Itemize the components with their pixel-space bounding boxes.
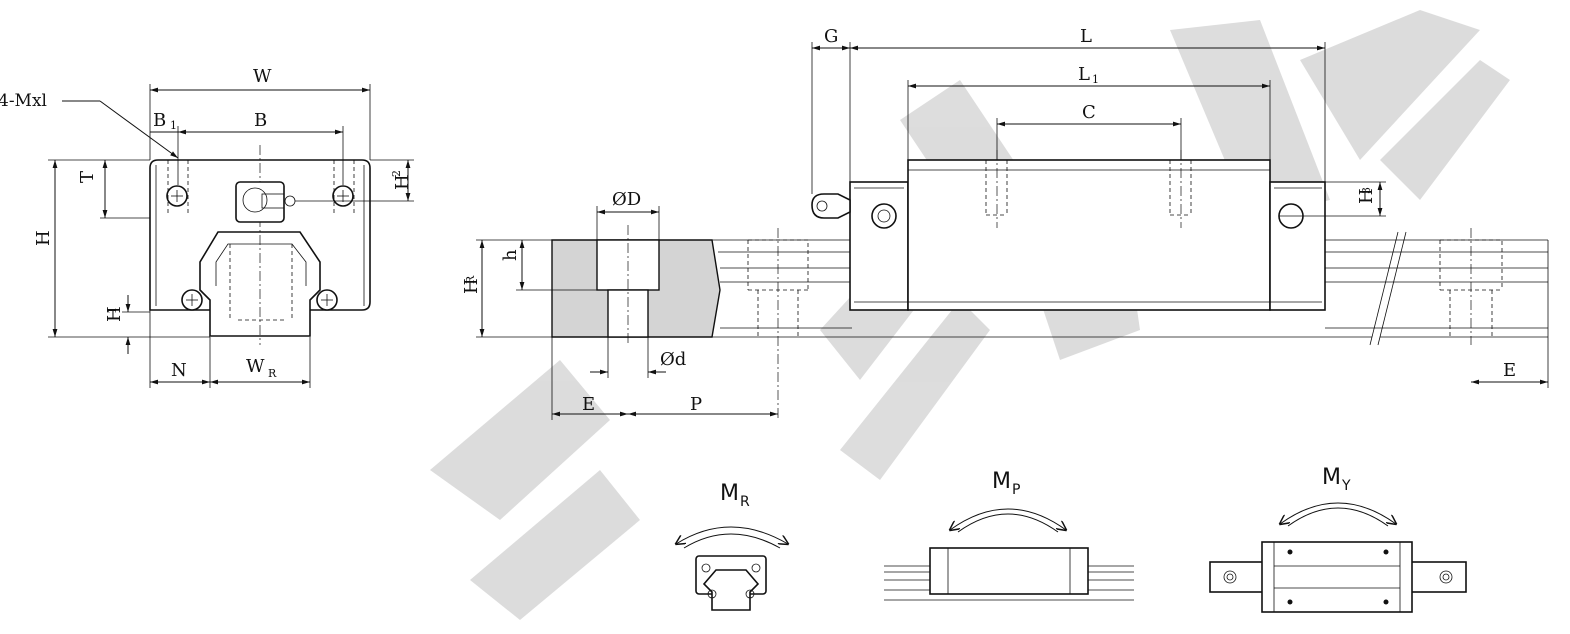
front-view: 4-Mxl W B 1 B T H 2 H H 1 N W R xyxy=(0,66,414,388)
dim-B: B xyxy=(254,110,267,131)
dim-B1: B xyxy=(153,110,166,131)
dim-H1: H xyxy=(104,306,125,322)
dim-B1-sub: 1 xyxy=(170,119,177,132)
carriage-block xyxy=(907,159,1271,311)
dim-G: G xyxy=(824,26,838,47)
dim-E: E xyxy=(582,394,595,415)
dim-WR-sub: R xyxy=(268,367,277,380)
dim-N: N xyxy=(171,360,187,381)
dim-h: h xyxy=(500,249,521,261)
side-view: G L L 1 C H 3 E xyxy=(811,26,1516,381)
dim-H2: H xyxy=(392,174,413,190)
moment-MR-sub: R xyxy=(740,494,750,510)
dim-WR: W xyxy=(246,356,265,377)
moment-MY-sub: Y xyxy=(1341,478,1351,494)
mount-thread-label: 4-Mxl xyxy=(0,91,47,111)
moment-MP-sub: P xyxy=(1012,482,1020,498)
moment-MP-label: M xyxy=(992,469,1011,494)
dim-L1-sub: 1 xyxy=(1092,73,1099,86)
dim-D: ØD xyxy=(612,189,641,210)
end-cap-right xyxy=(1269,181,1326,311)
dim-P: P xyxy=(690,394,702,415)
moment-MY: M Y xyxy=(1209,465,1467,613)
screw-icon xyxy=(166,185,354,311)
dim-C: C xyxy=(1082,102,1096,123)
moment-MR-label: M xyxy=(720,481,739,506)
moment-MP: M P xyxy=(884,469,1134,601)
dim-H1-sub: 1 xyxy=(106,307,119,314)
dim-L1: L xyxy=(1078,64,1090,85)
moment-MY-label: M xyxy=(1322,465,1341,490)
rail-section: ØD Ød h H R E P xyxy=(461,189,1549,420)
dim-H: H xyxy=(33,230,54,246)
dim-H2-sub: 2 xyxy=(390,170,403,177)
dim-W: W xyxy=(253,66,272,87)
dim-T: T xyxy=(77,171,98,183)
dim-d: Ød xyxy=(660,349,686,370)
dim-HR: H xyxy=(461,278,482,294)
dim-H3-sub: 3 xyxy=(1360,187,1373,194)
end-cap-left xyxy=(849,181,909,311)
dim-L: L xyxy=(1080,26,1092,47)
moment-MR: M R xyxy=(676,481,788,611)
dim-H3: H xyxy=(1356,188,1377,204)
dim-E-right: E xyxy=(1503,360,1516,381)
dim-HR-sub: R xyxy=(464,275,477,284)
